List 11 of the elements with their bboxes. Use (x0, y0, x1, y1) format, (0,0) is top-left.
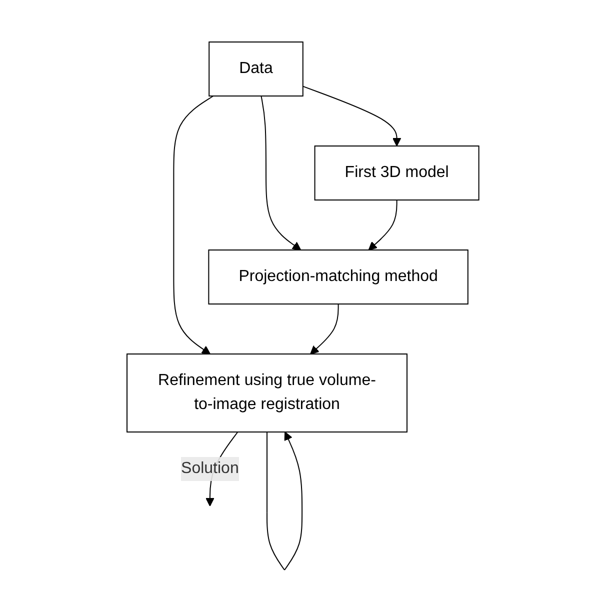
arrow (310, 304, 338, 355)
arrow (172, 96, 214, 355)
arrow (266, 432, 302, 571)
arrow (368, 200, 397, 251)
edge-label: Solution (180, 460, 238, 478)
node-box: Data (208, 42, 303, 97)
arrow (260, 96, 301, 251)
node-box: Refinement using true volume-to-image registration (126, 354, 408, 433)
node-box: Projection-matching method (208, 250, 468, 305)
node-box: First 3D model (314, 146, 479, 201)
arrow (302, 86, 401, 147)
